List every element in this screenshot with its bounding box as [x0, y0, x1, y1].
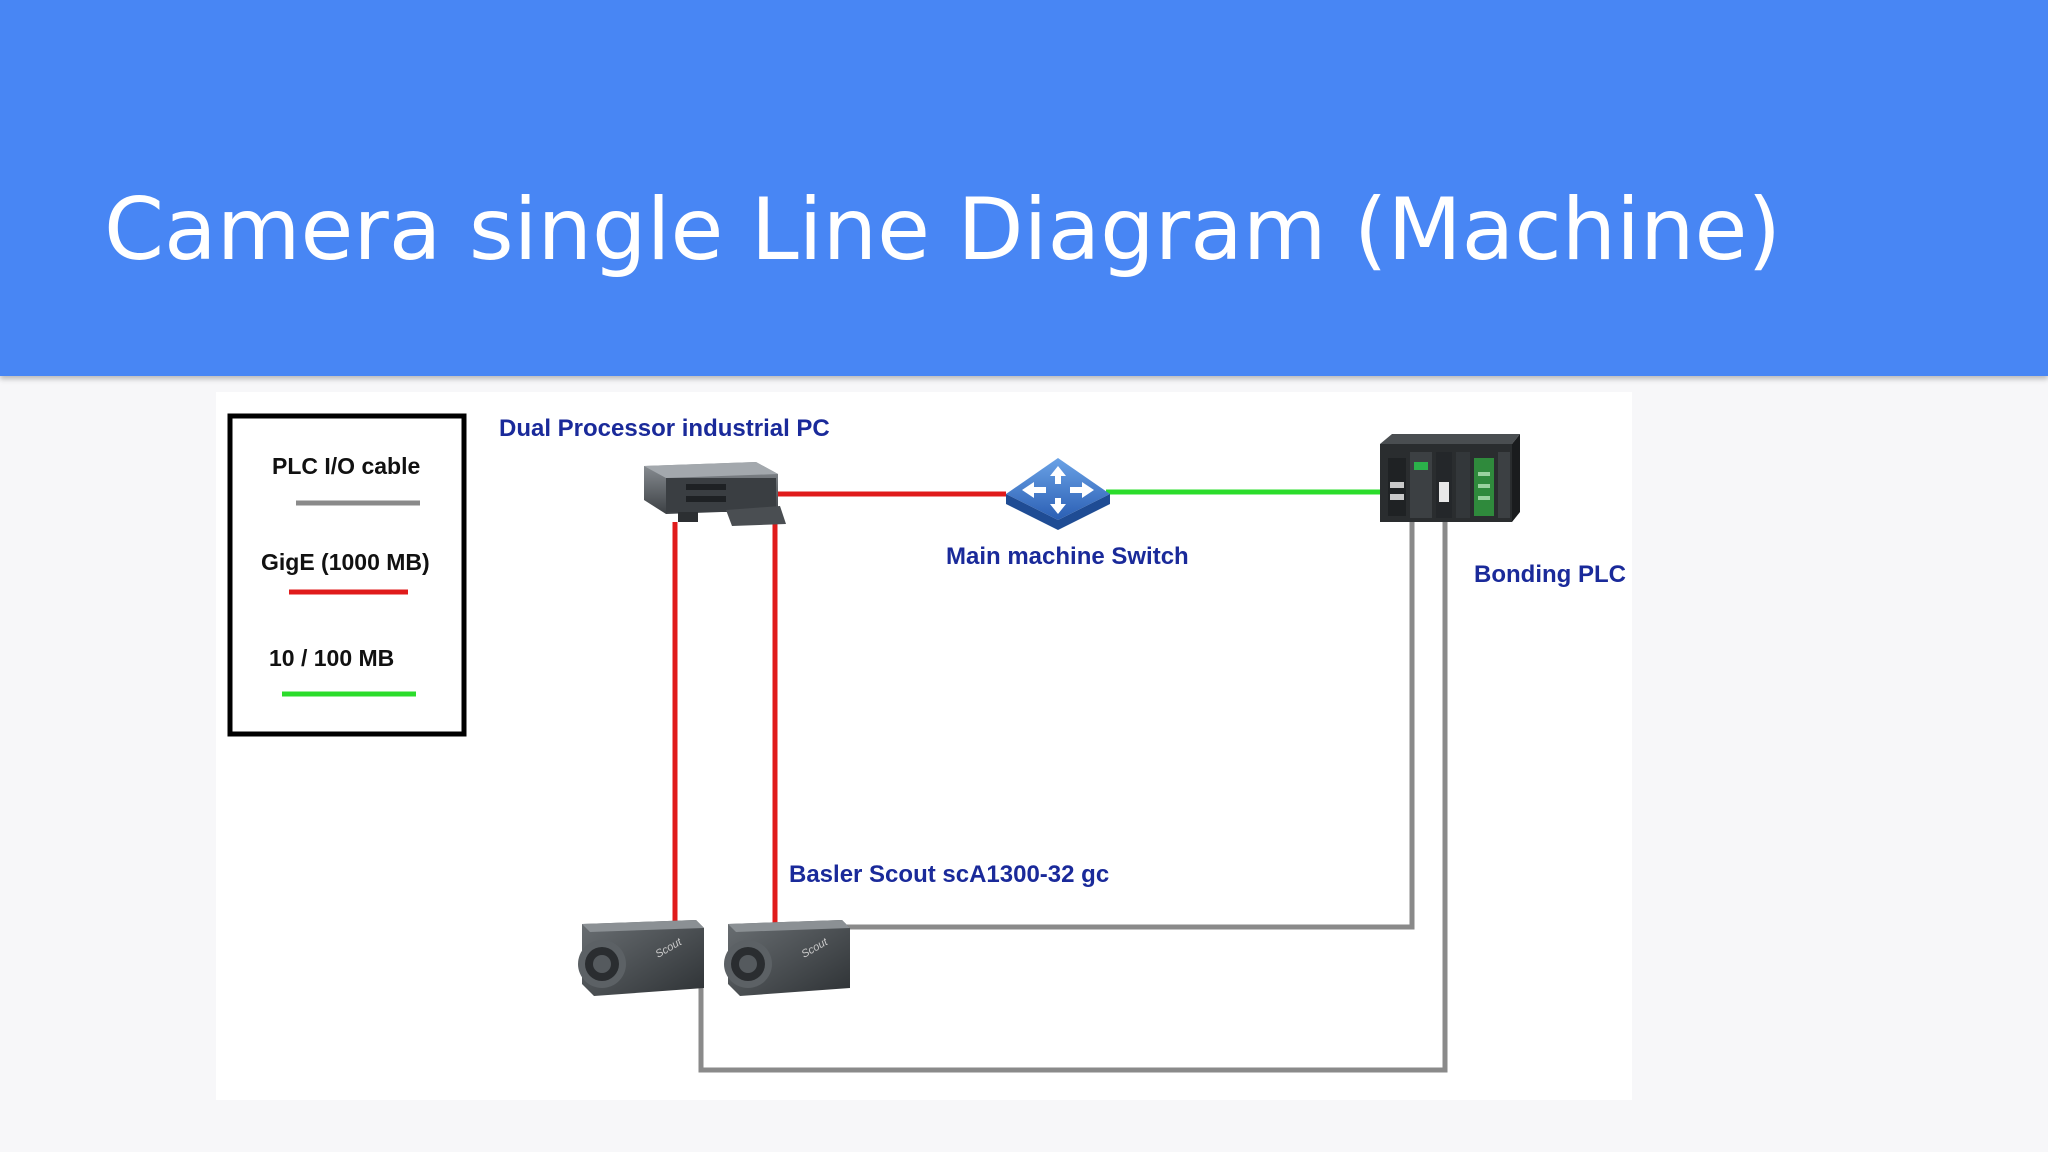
plc-label: Bonding PLC: [1474, 561, 1626, 588]
plc-rack-icon: [1380, 434, 1520, 522]
legend: PLC I/O cable GigE (1000 MB) 10 / 100 MB: [227, 413, 467, 737]
camera-icon: Scout: [724, 920, 850, 996]
network-switch-icon: [1006, 458, 1110, 530]
camera-icon: Scout: [578, 920, 704, 996]
plc-io-cable-camera-2: [847, 518, 1415, 930]
switch-label: Main machine Switch: [946, 543, 1189, 570]
plc-io-cable-camera-1: [698, 518, 1448, 1073]
pc-label: Dual Processor industrial PC: [499, 415, 830, 442]
title-bar: Camera single Line Diagram (Machine): [0, 0, 2048, 376]
connections: [672, 489, 1448, 1073]
legend-label-plc-io: PLC I/O cable: [272, 453, 420, 479]
cameras-label: Basler Scout scA1300-32 gc: [789, 861, 1109, 888]
single-line-diagram: PLC I/O cable GigE (1000 MB) 10 / 100 MB: [216, 392, 1632, 1100]
industrial-pc-icon: [644, 462, 786, 526]
legend-label-ethernet: 10 / 100 MB: [269, 645, 394, 671]
slide-title: Camera single Line Diagram (Machine): [104, 180, 1781, 280]
legend-label-gige: GigE (1000 MB): [261, 549, 430, 575]
legend-box: [227, 413, 467, 737]
